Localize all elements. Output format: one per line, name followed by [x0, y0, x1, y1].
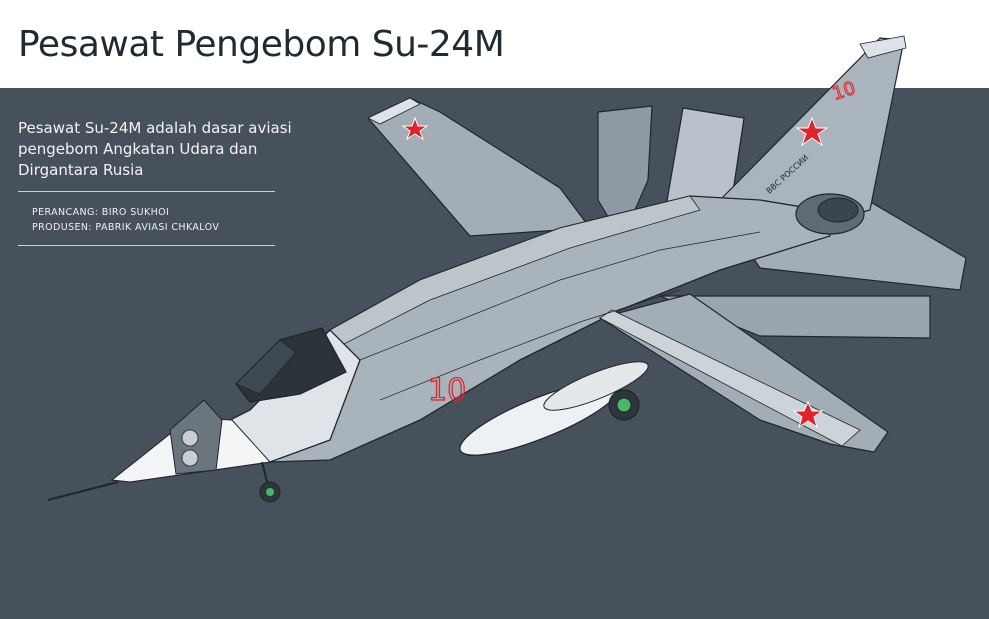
pitot-probe	[47, 481, 119, 501]
divider-top	[18, 191, 275, 192]
star-insignia-left-wing	[401, 116, 429, 141]
designer-credit: PERANCANG: BIRO SUKHOI	[32, 207, 170, 218]
manufacturer-credit: PRODUSEN: PABRIK AVIASI CHKALOV	[32, 222, 220, 233]
fuselage-number: 10	[428, 373, 466, 408]
header-bar: Pesawat Pengebom Su-24M	[0, 0, 989, 88]
intro-text: Pesawat Su-24M adalah dasar aviasi penge…	[18, 119, 292, 179]
divider-bottom	[18, 245, 275, 246]
star-insignia-right-wing	[792, 400, 824, 429]
left-wing	[367, 97, 592, 237]
star-insignia-tail	[795, 116, 829, 147]
page-title: Pesawat Pengebom Su-24M	[18, 24, 505, 65]
